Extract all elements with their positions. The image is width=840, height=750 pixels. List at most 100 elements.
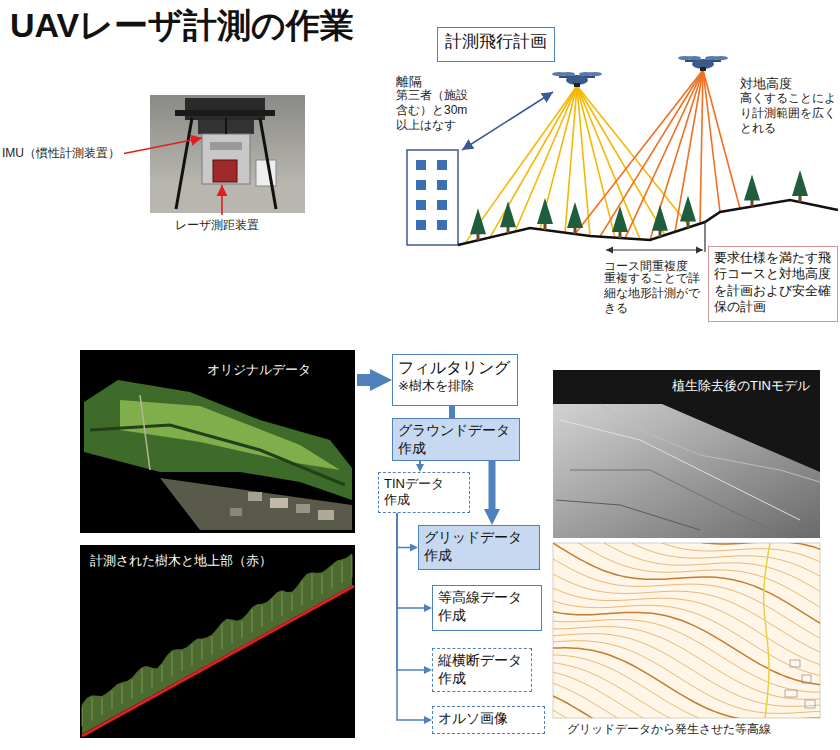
contour-map [553,443,823,750]
building-part [416,160,426,170]
label-holder: IMU（慣性計測装置） [2,143,120,161]
tree-trunk [507,226,510,233]
original-point-cloud-part [120,400,340,470]
original-point-cloud-part [140,395,150,470]
laser-beam [700,70,703,224]
note-heading: 離隔 [396,74,422,90]
uav-photo-part [150,185,305,213]
box-text: オルソ画像 [438,710,539,728]
label-holder: 重複することで詳細な地形計測ができる [604,271,704,316]
tree-crown [537,198,553,224]
note-heading: 対地高度 [740,76,792,92]
image-panel: グリッドデータから発生させた等高線 [553,543,820,743]
contour-map-part [553,543,820,718]
block-arrow [357,374,370,386]
tree-stem [271,599,272,621]
tree-crown [612,206,628,232]
optional-box: TINデータ 作成 [378,472,470,513]
process-box: グリッドデータ 作成 [418,525,540,570]
original-point-cloud-part [160,478,352,530]
box-note: ※樹木を排除 [398,378,512,394]
tree-stem [121,684,122,704]
building [407,150,458,245]
tree-trunk [477,233,480,240]
tree-crown [470,208,486,234]
building-part [416,200,426,210]
building-part [437,220,447,230]
tree-stem [91,697,92,720]
tree-stem [81,706,82,726]
tree-stem [321,574,322,594]
tree-crown [792,170,808,196]
tree-crown [500,201,516,227]
drones [552,56,728,87]
contour-line [553,672,820,718]
house-outline [785,690,797,697]
box-text: グリッドデータ 作成 [424,529,534,564]
ground-line [458,200,838,245]
contour-line [553,543,820,593]
tree-crown [744,175,760,201]
original-point-cloud-part [230,508,242,516]
tree-profile-part [82,586,354,736]
laser-beam [703,70,720,212]
house-outline [802,675,811,683]
tree-stem [281,592,282,616]
laser-beams [465,70,740,243]
tree-trunk [574,227,577,234]
note-text: 高くすることにより計測範囲を広くとれる [740,91,836,136]
original-point-cloud-part [90,425,345,485]
tree-stem [331,567,332,589]
title-holder: UAVレーザ計測の作業 [10,4,354,47]
tree-stem [241,621,242,638]
trees [470,170,808,240]
tree-stem [131,680,132,699]
tree-trunk [619,231,622,238]
laser-beam [577,86,665,235]
tree-stem [351,555,352,577]
laser-beam [650,70,703,240]
leader-line [124,138,202,154]
tree-profile-part [80,545,355,738]
laser-beam [577,86,590,236]
tree-crown [652,205,668,231]
laser-beam [490,86,577,237]
drone-part [588,72,602,76]
tree-stem [261,606,262,627]
house-outline [790,660,800,667]
canopy [82,553,352,734]
building-part [437,200,447,210]
tree-trunk [659,230,662,237]
uav-photo [150,95,305,213]
contour-line [553,601,820,676]
label-holder: 対地高度 [740,74,792,92]
tree-stem [171,652,172,676]
tree-stem [251,609,252,632]
box-text: フィルタリング [398,358,512,378]
drone-part [700,67,706,71]
tree-stem [201,641,202,660]
laser-beam [675,70,703,232]
panel-caption: グリッドデータから発生させた等高線 [567,722,834,737]
requirement-box: 要求仕様を満たす飛行コースと対地高度を計画および安全確保の計画 [708,246,838,322]
tree-profile-part [82,553,352,734]
laser-beam [703,70,740,209]
note-text: 第三者（施設含む）と30m以上はなす [396,88,476,133]
part-label: IMU（慣性計測装置） [2,146,120,161]
tree-trunk [544,223,547,230]
block-arrow [489,461,496,509]
tree-stem [231,621,232,643]
uav-photo-part [185,98,265,120]
tin-model-part [553,370,820,538]
box-text: 縦横断データ 作成 [438,652,526,687]
tree-stem [311,574,312,599]
label-holder: 高くすることにより計測範囲を広くとれる [740,91,836,136]
tree-stem [181,651,182,671]
uav-photo-part [225,118,227,134]
laser-beam [600,70,703,237]
building-part [407,150,458,245]
optional-box: 縦横断データ 作成 [432,648,532,692]
tin-model-part [556,500,700,530]
building-part [437,180,447,190]
contour-line [553,543,820,578]
